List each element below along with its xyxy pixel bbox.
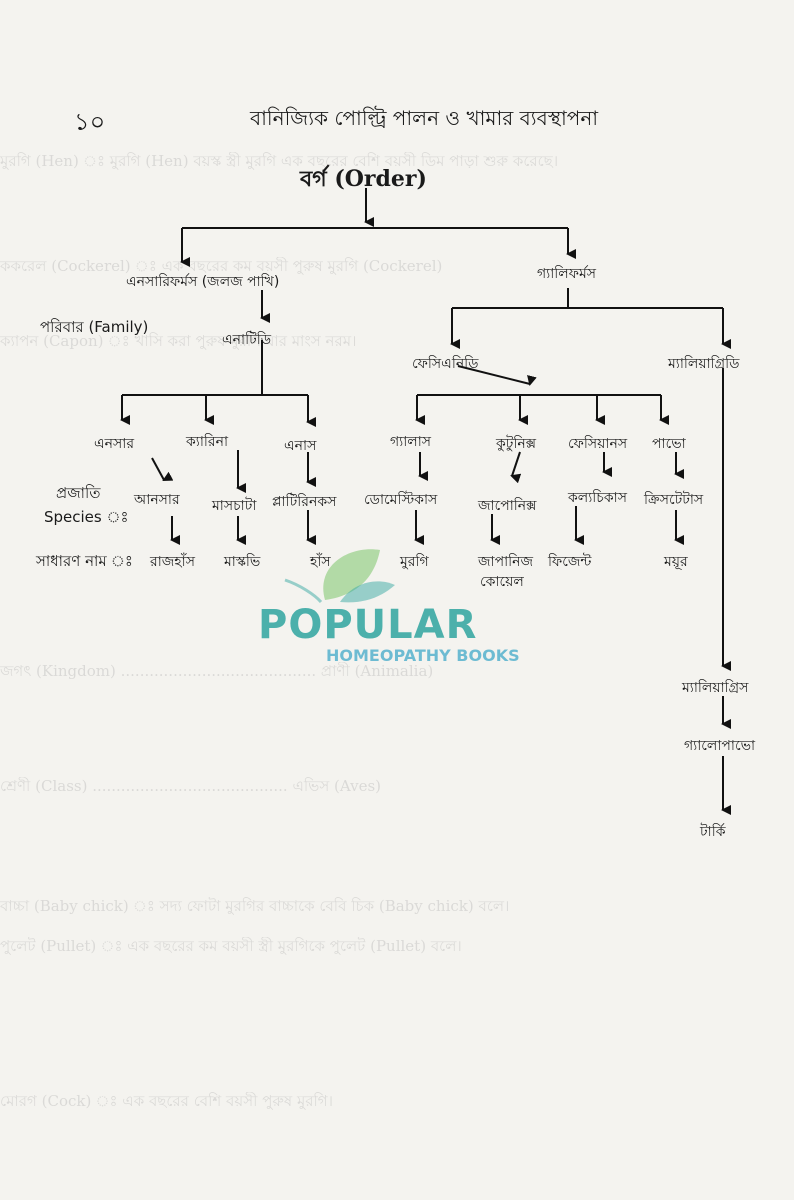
- order-anseriformes: এনসারিফর্মস (জলজ পাখি): [126, 274, 280, 290]
- page-number: ১০: [74, 108, 106, 136]
- family-meleagrididae: ম্যালিয়াগ্রিডি: [668, 356, 740, 372]
- watermark-leaf-logo: [284, 549, 395, 604]
- species-moschata: মাসচাটা: [212, 498, 257, 514]
- family-anatidae: এনাটিডি: [222, 332, 272, 348]
- species-label-en: Species ঃ: [44, 508, 129, 526]
- species-cristatus: ক্রিসটেটাস: [644, 492, 704, 508]
- genus-anas: এনাস: [284, 438, 317, 454]
- species-domesticus: ডোমেস্টিকাস: [364, 492, 438, 508]
- common-pheasant: ফিজেন্ট: [548, 554, 592, 570]
- bleed-through-text: বাচ্চা (Baby chick) ঃ সদ্য ফোটা মুরগির ব…: [0, 897, 510, 915]
- common-turkey: টার্কি: [700, 824, 726, 840]
- bleed-through-text: শ্রেণী (Class) .........................…: [0, 777, 381, 795]
- common-muscovy: মাস্কভি: [224, 554, 261, 570]
- running-header-title: বানিজ্যিক পোল্ট্রি পালন ও খামার ব্যবস্থা…: [250, 106, 599, 130]
- bleed-through-text: মুরগি (Hen) ঃ মুরগি (Hen) বয়স্ক স্ত্রী …: [0, 152, 559, 170]
- genus-phasianus: ফেসিয়ানস: [568, 436, 628, 452]
- genus-meleagris: ম্যালিয়াগ্রিস: [682, 680, 749, 696]
- family-phasianidae: ফেসিএনিডি: [412, 356, 479, 372]
- watermark-brand: POPULAR: [258, 602, 478, 648]
- bleed-through-text: জগৎ (Kingdom) ..........................…: [0, 662, 434, 680]
- watermark-subtitle: HOMEOPATHY BOOKS: [326, 646, 520, 665]
- common-duck: হাঁস: [310, 554, 331, 570]
- family-label: পরিবার (Family): [40, 318, 149, 336]
- common-quail-line2: কোয়েল: [480, 574, 524, 590]
- genus-anser: এনসার: [94, 436, 135, 452]
- common-quail-line1: জাপানিজ: [478, 554, 534, 570]
- species-label: প্রজাতি: [56, 484, 101, 502]
- bleed-through-text: মোরগ (Cock) ঃ এক বছরের বেশি বয়সী পুরুষ …: [0, 1092, 334, 1110]
- species-japonica: জাপোনিক্স: [478, 498, 537, 514]
- species-colchicus: কল্যচিকাস: [568, 490, 627, 506]
- common-peacock: ময়ূর: [664, 554, 688, 570]
- species-anser: আনসার: [134, 492, 180, 508]
- common-chicken: মুরগি: [400, 554, 429, 570]
- bleed-through-text: ককরেল (Cockerel) ঃ এক বছরের কম বয়সী পুর…: [0, 257, 443, 275]
- common-goose: রাজহাঁস: [150, 554, 195, 570]
- genus-coturnix: কুটুনিক্স: [496, 436, 537, 452]
- order-title: বর্গ (Order): [300, 166, 427, 192]
- order-galliformes: গ্যালিফর্মস: [537, 266, 596, 282]
- genus-gallus: গ্যালাস: [390, 434, 432, 450]
- genus-cairina: ক্যারিনা: [186, 434, 229, 450]
- species-gallopavo: গ্যালোপাভো: [684, 738, 756, 754]
- common-name-label: সাধারণ নাম ঃ: [36, 552, 133, 570]
- genus-pavo: পাভো: [652, 436, 686, 452]
- species-platyrhynchos: প্লাটিরিনকস: [272, 494, 337, 510]
- bleed-through-text: পুলেট (Pullet) ঃ এক বছরের কম বয়সী স্ত্র…: [0, 937, 462, 955]
- bleed-through-text: ক্যাপন (Capon) ঃ খাসি করা পুরুষ মুরগি যা…: [0, 332, 357, 350]
